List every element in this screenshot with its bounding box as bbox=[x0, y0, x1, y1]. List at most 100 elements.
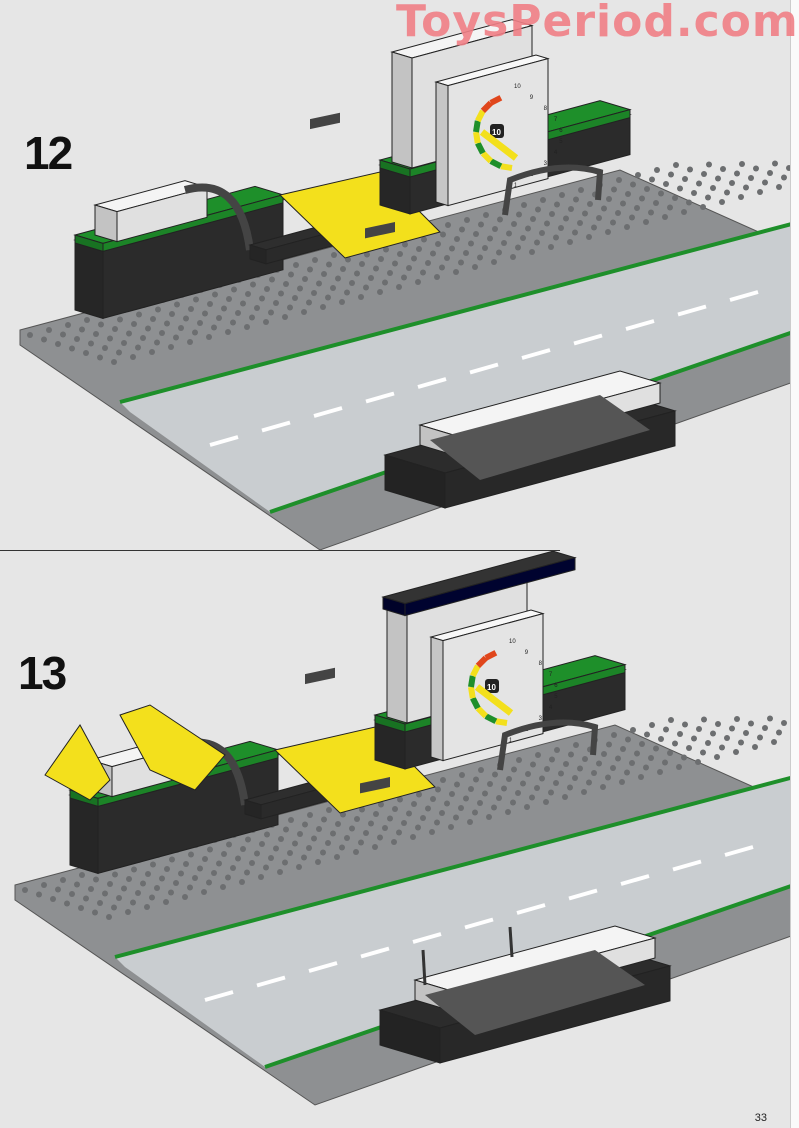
stud bbox=[83, 350, 89, 356]
stud bbox=[121, 340, 127, 346]
stud bbox=[534, 239, 540, 246]
stud bbox=[658, 736, 664, 742]
left-booth-seat-side bbox=[94, 204, 118, 243]
stud bbox=[487, 235, 493, 242]
stud bbox=[691, 735, 697, 742]
stud bbox=[686, 745, 692, 751]
stud bbox=[578, 187, 584, 193]
stud bbox=[263, 319, 269, 325]
stud bbox=[601, 751, 607, 757]
page-number: 33 bbox=[754, 1112, 767, 1124]
stud bbox=[473, 231, 479, 237]
stud bbox=[776, 184, 782, 190]
stud bbox=[155, 306, 161, 313]
stud bbox=[572, 775, 578, 781]
left-booth-base-side bbox=[69, 794, 99, 875]
stud bbox=[387, 270, 393, 276]
gauge-label: 8 bbox=[539, 661, 543, 667]
stud bbox=[249, 314, 255, 321]
gauge-segment bbox=[500, 163, 513, 171]
stud bbox=[453, 814, 459, 821]
stud bbox=[206, 879, 212, 886]
stud bbox=[501, 785, 507, 792]
stud bbox=[587, 201, 593, 207]
stud bbox=[445, 222, 451, 228]
stud bbox=[211, 870, 217, 876]
page-edge bbox=[790, 0, 799, 1128]
stud bbox=[586, 234, 592, 240]
stud bbox=[748, 720, 754, 727]
gauge-segment bbox=[473, 120, 481, 133]
stud bbox=[435, 241, 441, 247]
baseplate-studs bbox=[27, 160, 792, 365]
stud bbox=[663, 181, 669, 187]
stud bbox=[383, 246, 389, 253]
stud bbox=[163, 899, 169, 905]
stud bbox=[516, 211, 522, 218]
stud bbox=[767, 715, 773, 722]
stud bbox=[188, 306, 194, 312]
stud bbox=[676, 764, 682, 770]
stud bbox=[321, 271, 327, 277]
stud bbox=[681, 209, 687, 215]
stud bbox=[225, 329, 231, 335]
stud bbox=[373, 811, 379, 817]
stud bbox=[368, 275, 374, 281]
stud bbox=[586, 779, 592, 786]
road-dash bbox=[516, 903, 546, 915]
stud bbox=[359, 806, 365, 813]
stud bbox=[629, 760, 635, 766]
stud bbox=[511, 221, 517, 227]
stud bbox=[719, 744, 725, 751]
stud bbox=[535, 206, 541, 213]
tower-railing bbox=[502, 164, 604, 216]
stud bbox=[401, 820, 407, 826]
stud bbox=[88, 886, 94, 892]
stud bbox=[752, 744, 758, 750]
stud bbox=[648, 209, 654, 216]
stud bbox=[344, 289, 350, 296]
stud bbox=[307, 812, 313, 818]
stud bbox=[406, 265, 412, 271]
stud bbox=[102, 345, 108, 351]
stud bbox=[192, 329, 198, 336]
stud bbox=[677, 185, 683, 192]
stud bbox=[553, 234, 559, 241]
gauge-label: 1 bbox=[514, 183, 518, 189]
stud bbox=[278, 836, 284, 842]
stud bbox=[340, 266, 346, 272]
stud bbox=[439, 810, 445, 816]
stud bbox=[69, 345, 75, 352]
stud bbox=[207, 301, 213, 307]
stud bbox=[616, 177, 622, 183]
stud bbox=[505, 809, 511, 815]
gauge-segment bbox=[470, 664, 481, 678]
stud bbox=[739, 161, 745, 167]
stud bbox=[549, 211, 555, 217]
stud bbox=[738, 194, 744, 200]
gauge-label: 1 bbox=[509, 738, 513, 744]
gauge-label: 7 bbox=[549, 672, 553, 678]
stud bbox=[596, 760, 602, 767]
stud bbox=[292, 295, 298, 301]
stud bbox=[563, 215, 569, 222]
stud bbox=[492, 226, 498, 232]
tile bbox=[305, 667, 335, 685]
stud bbox=[700, 749, 706, 756]
stud bbox=[387, 815, 393, 822]
gauge-label: 8 bbox=[544, 106, 548, 112]
stud bbox=[515, 790, 521, 796]
stud bbox=[131, 866, 137, 873]
stud bbox=[411, 255, 417, 262]
stud bbox=[539, 230, 545, 236]
stud bbox=[420, 815, 426, 821]
stud bbox=[140, 880, 146, 887]
road bbox=[120, 222, 799, 512]
stud bbox=[454, 236, 460, 242]
stud bbox=[596, 215, 602, 221]
stud bbox=[396, 829, 402, 836]
stud bbox=[397, 251, 403, 257]
stud bbox=[496, 795, 502, 801]
stud bbox=[193, 296, 199, 303]
stud bbox=[421, 236, 427, 243]
